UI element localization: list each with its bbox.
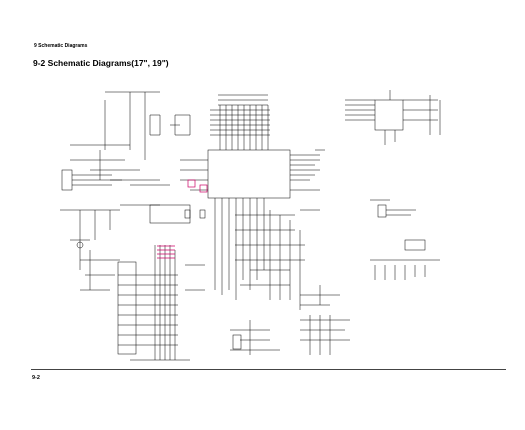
left-circuit-block — [60, 204, 191, 291]
input-circuit-block — [61, 91, 170, 191]
section-label: 9 Schematic Diagrams — [34, 43, 88, 49]
page-number: 9-2 — [32, 375, 40, 381]
main-ic-block — [170, 94, 320, 300]
connector-block — [117, 245, 205, 361]
right-middle-block — [370, 199, 440, 280]
footer-rule — [31, 369, 506, 370]
highlighted-traces — [157, 179, 208, 259]
page-title: 9-2 Schematic Diagrams(17", 19") — [33, 58, 169, 68]
top-right-ic-block — [345, 90, 441, 145]
misc-components — [140, 55, 325, 219]
buffer-circuit-block — [230, 210, 305, 355]
right-lower-block — [300, 285, 350, 355]
